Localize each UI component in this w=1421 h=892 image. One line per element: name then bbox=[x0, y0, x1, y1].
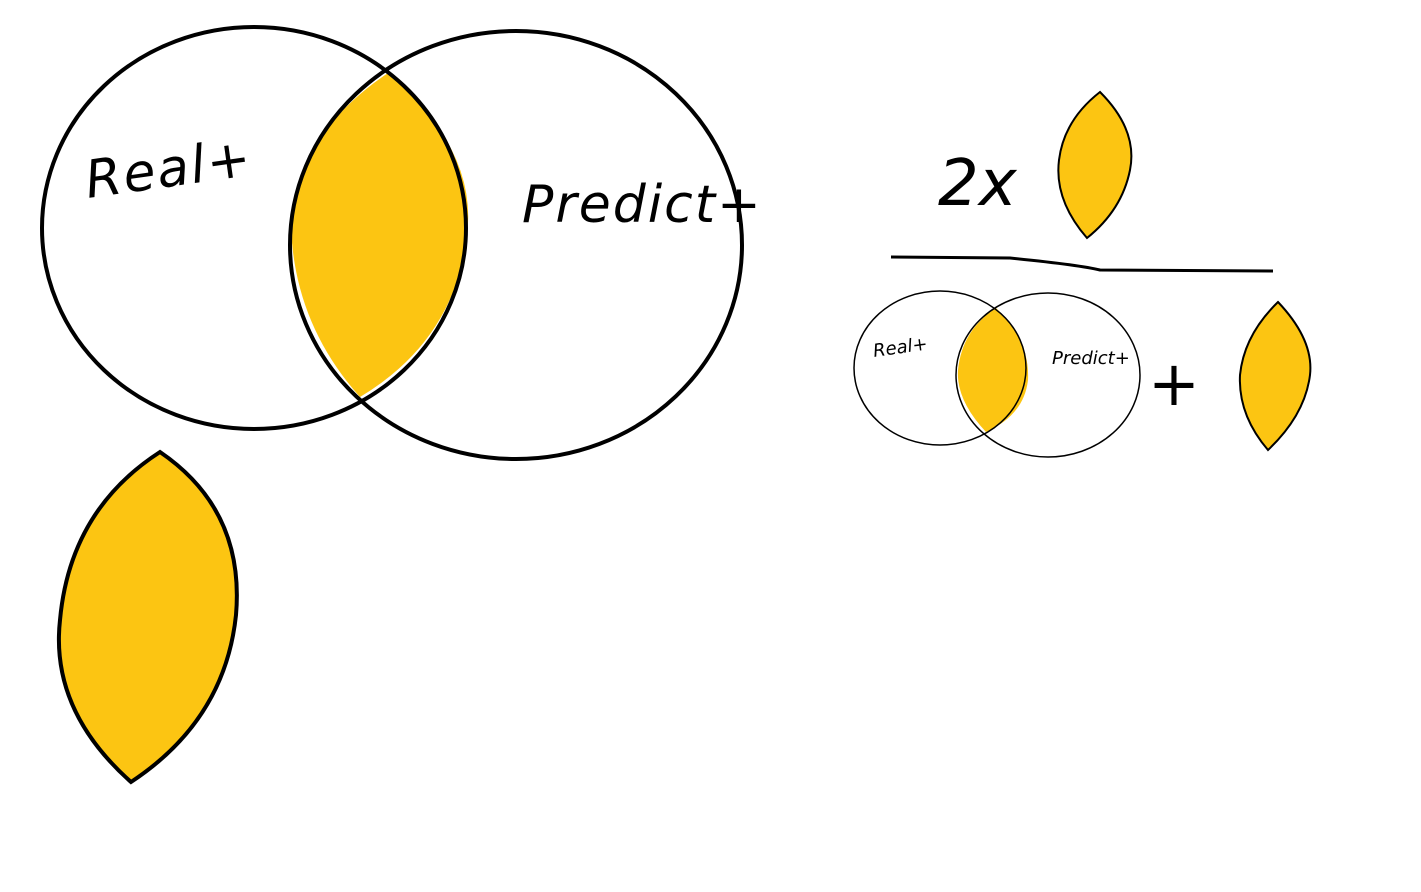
main-venn: Real+ Predict+ bbox=[40, 25, 763, 461]
small-overlap-lens bbox=[957, 308, 1029, 432]
numerator-lens bbox=[1057, 90, 1133, 240]
small-venn: Real+ Predict+ bbox=[853, 290, 1141, 458]
plus-sign: + bbox=[1148, 347, 1200, 420]
main-overlap-lens bbox=[291, 73, 469, 397]
real-positive-label: Real+ bbox=[81, 128, 256, 211]
small-predict-positive-circle bbox=[955, 292, 1141, 458]
real-positive-circle bbox=[40, 25, 468, 431]
intersection-lens-large bbox=[57, 449, 239, 785]
predict-positive-label: Predict+ bbox=[522, 175, 763, 235]
small-real-positive-label: Real+ bbox=[872, 334, 929, 362]
fraction-bar bbox=[890, 255, 1274, 273]
formula-numerator: 2x bbox=[938, 90, 1133, 240]
formula-denominator: Real+ Predict+ + bbox=[853, 290, 1312, 458]
small-predict-positive-label: Predict+ bbox=[1052, 348, 1130, 369]
predict-positive-circle bbox=[288, 29, 744, 461]
small-real-positive-circle bbox=[853, 290, 1027, 446]
denominator-lens bbox=[1238, 300, 1312, 452]
numerator-coefficient: 2x bbox=[938, 147, 1018, 221]
